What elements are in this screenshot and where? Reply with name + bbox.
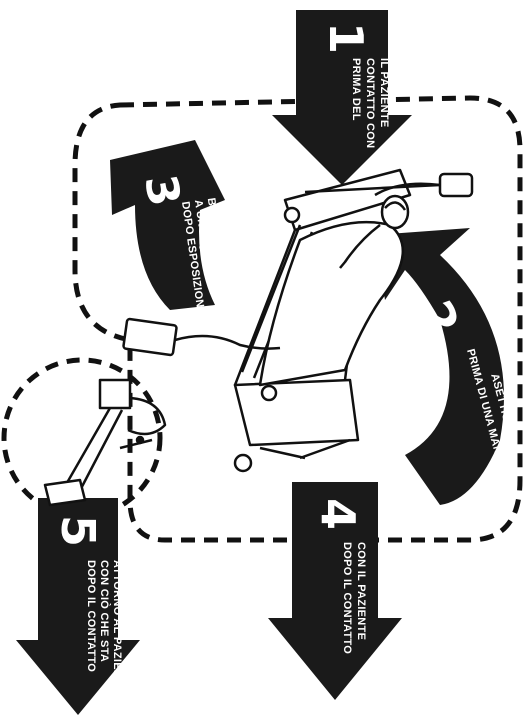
moment-5-line-1: DOPO IL CONTATTO (85, 560, 97, 672)
moment-1-line-2: CONTATTO CON (364, 58, 376, 148)
moment-3-arrow: 3 DOPO ESPOSIZIONE A UN LIQUIDO BIOLOGIC… (110, 140, 226, 316)
moment-1-number: 1 (319, 22, 373, 54)
moment-5-arrow: 5 DOPO IL CONTATTO CON CIÒ CHE STA ATTOR… (16, 498, 140, 715)
moment-1-arrow: 1 PRIMA DEL CONTATTO CON IL PAZIENTE (272, 10, 412, 185)
patient-zone-boundary (72, 95, 523, 543)
moment-4-arrow: 4 DOPO IL CONTATTO CON IL PAZIENTE (268, 482, 402, 700)
svg-text:DOPO IL CONTATTO CON CIÒ: DOPO IL CONTATTO CON CIÒ CHE STA ATTORNO… (85, 560, 123, 693)
moment-5-line-3: ATTORNO AL PAZIENTE (111, 560, 123, 693)
svg-text:PRIMA DEL CONTATTO CON: PRIMA DEL CONTATTO CON IL PAZIENTE (350, 58, 390, 152)
moment-5-line-2: CON CIÒ CHE STA (98, 560, 111, 662)
small-bed-illustration (43, 378, 167, 507)
hospital-bed-illustration (122, 168, 474, 473)
moment-4-number: 4 (311, 498, 365, 530)
moment-4-line-1: DOPO IL CONTATTO (341, 542, 353, 654)
moment-5-number: 5 (51, 515, 105, 547)
moment-1-line-3: IL PAZIENTE (378, 58, 390, 128)
moment-1-line-1: PRIMA DEL (350, 58, 362, 121)
svg-text:DOPO IL CONTATTO CON IL: DOPO IL CONTATTO CON IL PAZIENTE (341, 542, 367, 658)
moment-4-line-2: CON IL PAZIENTE (355, 542, 367, 640)
